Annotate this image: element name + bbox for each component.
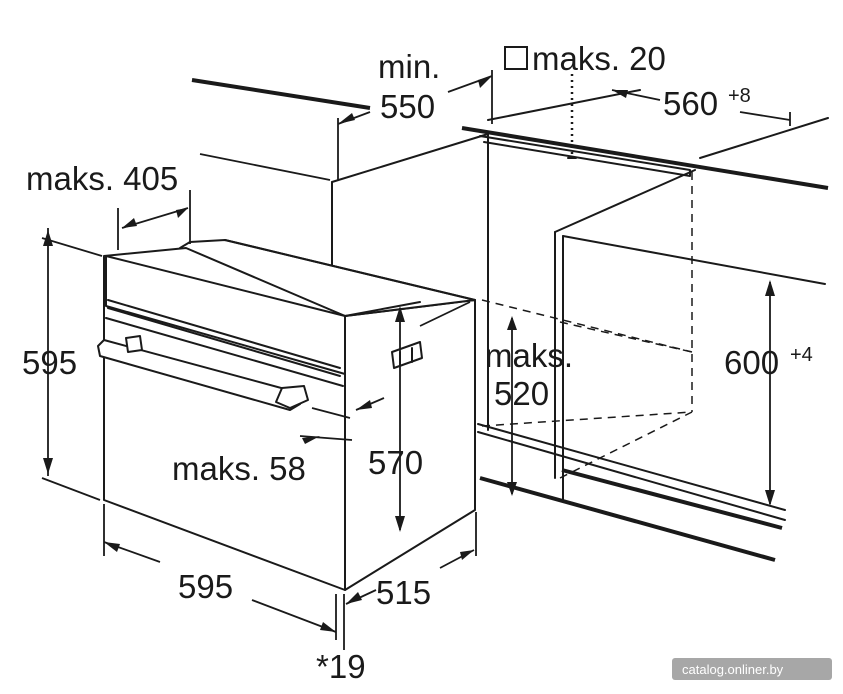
back-depth-prefix: maks.: [485, 337, 573, 374]
square-symbol-icon: [504, 46, 528, 70]
watermark: catalog.onliner.by: [672, 658, 832, 680]
footnote-label: *19: [316, 648, 366, 685]
niche-height-label: 600: [724, 344, 779, 381]
niche-width-label: 560: [663, 85, 718, 122]
body-height-label: 570: [368, 444, 423, 481]
body-depth-label: 515: [376, 574, 431, 611]
panel-depth-label: maks. 58: [172, 450, 306, 487]
oven-width-label: 595: [178, 568, 233, 605]
back-depth-value: 520: [494, 375, 549, 412]
oven-front: [97, 247, 346, 591]
top-gap-label: maks. 20: [532, 40, 666, 77]
watermark-text: catalog.onliner.by: [682, 662, 784, 677]
cabinet-niche: [331, 74, 826, 562]
front-depth-label: maks. 405: [26, 160, 178, 197]
niche-height-tolerance: +4: [790, 344, 813, 366]
oven-height-label: 595: [22, 344, 77, 381]
dimension-lines: [41, 70, 791, 650]
niche-width-tolerance: +8: [728, 85, 751, 107]
oven-body: [179, 239, 476, 591]
dimension-labels: min. 550 maks. 20 560 +8 maks. 405 595 6…: [22, 40, 813, 685]
min-depth-prefix: min.: [378, 48, 440, 85]
min-depth-value: 550: [380, 88, 435, 125]
worktop: [191, 78, 829, 190]
